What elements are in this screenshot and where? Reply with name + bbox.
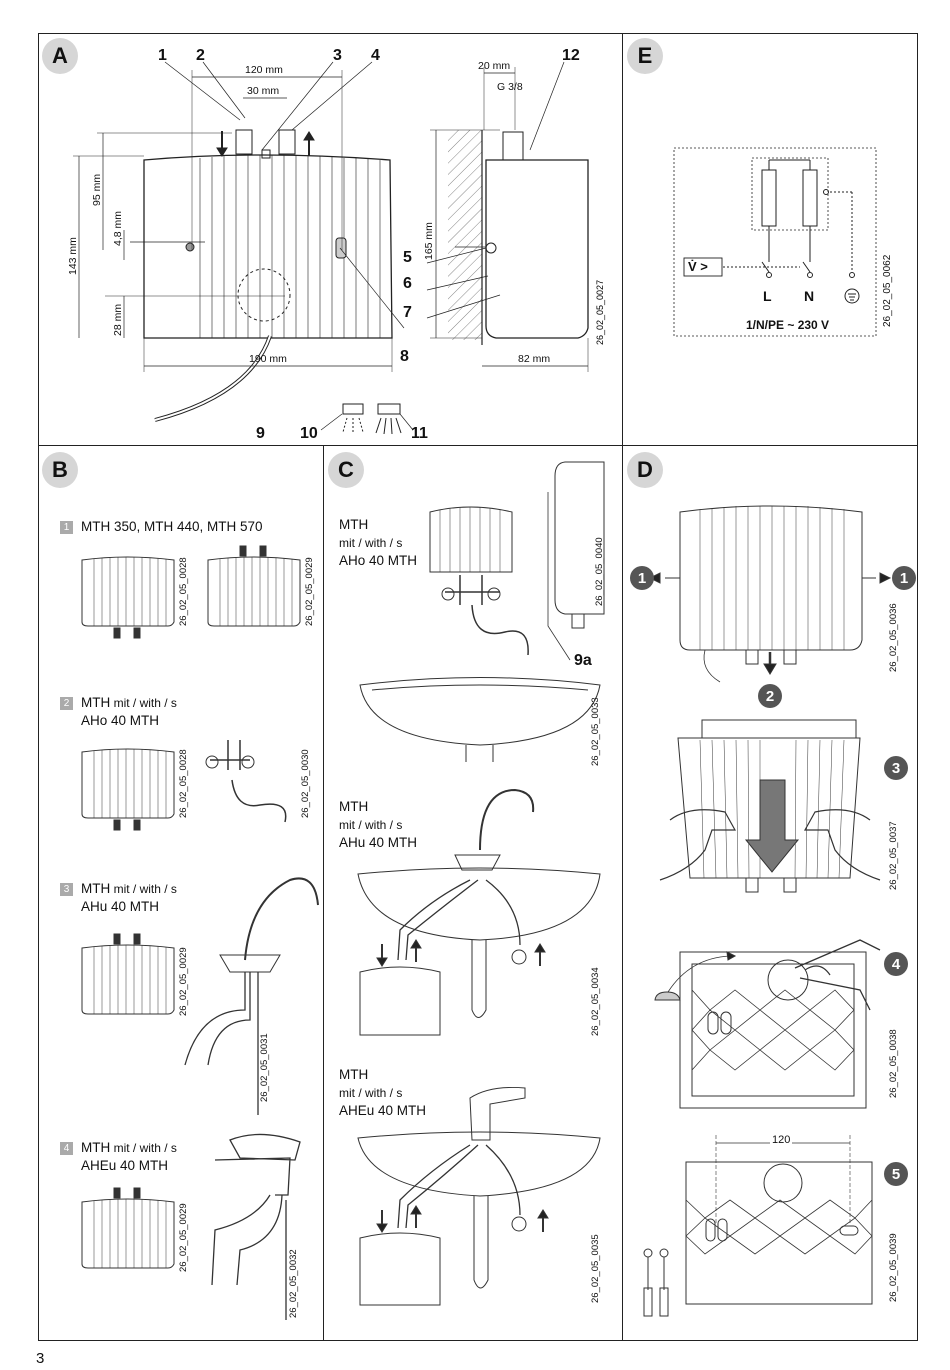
callout-12: 12 <box>562 47 580 64</box>
dim-30: 30 mm <box>247 85 279 97</box>
heater-side <box>485 159 589 339</box>
drawing-code: 26_02_05_0027 <box>595 280 605 345</box>
dim-28: 28 mm <box>112 304 124 336</box>
divider <box>622 33 624 445</box>
cable-entry <box>237 268 291 322</box>
terminal-n: N <box>804 288 815 304</box>
dim-20: 20 mm <box>478 60 510 72</box>
drawing-code: 26_02_05_0037 <box>888 821 899 890</box>
page-frame <box>38 33 918 1341</box>
dim-120-mount: 120 <box>770 1134 793 1146</box>
callout-1: 1 <box>158 47 167 64</box>
dim-120: 120 mm <box>245 64 283 76</box>
panel-letter-a: A <box>42 38 78 74</box>
panel-letter-e: E <box>627 38 663 74</box>
heater-ribs <box>199 155 381 338</box>
page-number: 3 <box>36 1350 45 1367</box>
panel-letter-d: D <box>627 452 663 488</box>
callout-6: 6 <box>403 275 412 292</box>
dim-4-8: 4,8 mm <box>112 211 124 246</box>
callout-2: 2 <box>196 47 205 64</box>
step-5: 5 <box>884 1162 908 1186</box>
callout-9: 9 <box>256 425 265 442</box>
panel-e-wiring <box>673 147 877 337</box>
panel-letter-c: C <box>328 452 364 488</box>
step-3: 3 <box>884 756 908 780</box>
callout-4: 4 <box>371 47 380 64</box>
dim-82: 82 mm <box>518 353 550 365</box>
terminal-l: L <box>763 288 772 304</box>
dim-95: 95 mm <box>91 174 103 206</box>
step-4: 4 <box>884 952 908 976</box>
dim-g38: G 3/8 <box>497 81 523 93</box>
step-1-left: 1 <box>630 566 654 590</box>
dim-143: 143 mm <box>67 237 79 275</box>
step-1-right: 1 <box>892 566 916 590</box>
supply-voltage: 1/N/PE ~ 230 V <box>746 318 830 332</box>
panel-a-labels: 1 2 3 4 5 6 7 8 9 10 11 12 120 mm 30 mm … <box>67 47 605 442</box>
callout-7: 7 <box>403 304 412 321</box>
heater-front <box>143 154 393 339</box>
callout-11: 11 <box>411 425 428 442</box>
dim-165: 165 mm <box>423 222 435 260</box>
divider <box>38 445 918 447</box>
callout-3: 3 <box>333 47 342 64</box>
callout-8: 8 <box>400 348 409 365</box>
callout-10: 10 <box>300 425 318 442</box>
drawing-code: 26_02_05_0039 <box>888 1233 899 1302</box>
drawing-code: 26_02_05_0038 <box>888 1029 899 1098</box>
outlet-connector <box>278 129 296 155</box>
side-connector <box>502 131 524 161</box>
divider <box>622 445 624 1341</box>
step-2: 2 <box>758 684 782 708</box>
drawing-code: 26_02_05_0036 <box>888 603 899 672</box>
divider <box>323 445 325 1341</box>
inlet-connector <box>235 129 253 155</box>
callout-5: 5 <box>403 249 412 266</box>
callout-9a: 9a <box>574 652 592 669</box>
panel-letter-b: B <box>42 452 78 488</box>
flow-switch-symbol: V̇ > <box>688 259 708 274</box>
dim-190: 190 mm <box>249 353 287 365</box>
